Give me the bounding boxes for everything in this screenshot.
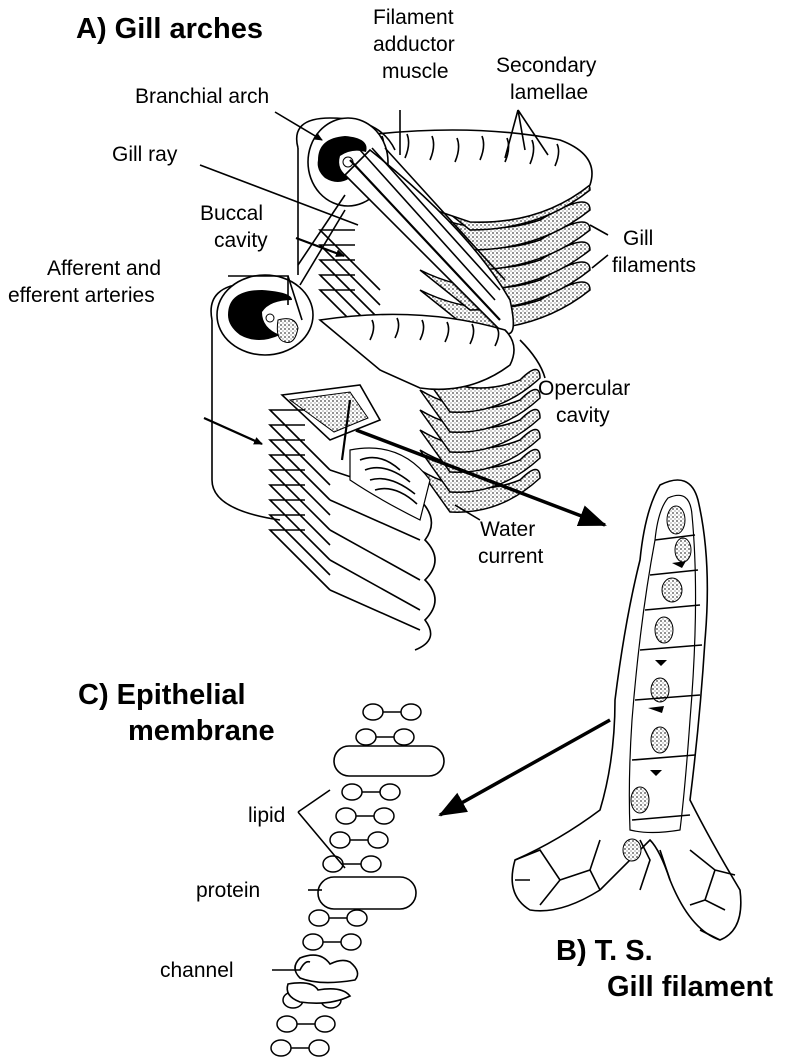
label-gill-filaments-2: filaments bbox=[612, 254, 696, 277]
epithelial-membrane bbox=[271, 704, 444, 1056]
title-gill-arches: A) Gill arches bbox=[76, 13, 263, 45]
title-filament-line2: Gill filament bbox=[607, 971, 773, 1003]
lipid-pair-9-head-inner bbox=[277, 1016, 297, 1032]
lipid-pair-7-head-outer bbox=[341, 934, 361, 950]
lipid-pair-10-head-outer bbox=[309, 1040, 329, 1056]
membrane-protein-2 bbox=[318, 877, 416, 909]
lipid-pair-1-head-outer bbox=[394, 729, 414, 745]
label-opercular-cavity-1: Opercular bbox=[538, 377, 630, 400]
membrane-channel bbox=[295, 955, 358, 982]
label-filament-adductor-1: Filament bbox=[373, 6, 454, 29]
lipid-pair-6-head-inner bbox=[309, 910, 329, 926]
lipid-pair-5-head-inner bbox=[323, 856, 343, 872]
label-gill-filaments-1: Gill bbox=[623, 227, 653, 250]
membrane-channel-lower bbox=[287, 983, 350, 1003]
lipid-pair-4-head-outer bbox=[368, 832, 388, 848]
label-buccal-cavity-2: cavity bbox=[214, 229, 268, 252]
title-epithelial-line2: membrane bbox=[128, 715, 275, 747]
lipid-pair-9-head-outer bbox=[315, 1016, 335, 1032]
lipid-pair-1-head-inner bbox=[356, 729, 376, 745]
lipid-pair-0-head-outer bbox=[401, 704, 421, 720]
lipid-pair-2-head-inner bbox=[342, 784, 362, 800]
lipid-pair-2-head-outer bbox=[380, 784, 400, 800]
label-channel: channel bbox=[160, 959, 234, 982]
label-afferent-efferent-2: efferent arteries bbox=[8, 284, 155, 307]
label-water-current-2: current bbox=[478, 545, 544, 568]
label-secondary-lamellae-2: lamellae bbox=[510, 81, 588, 104]
lipid-pair-0-head-inner bbox=[363, 704, 383, 720]
label-protein: protein bbox=[196, 879, 260, 902]
label-buccal-cavity-1: Buccal bbox=[200, 202, 263, 225]
gill-filament-section bbox=[512, 480, 741, 940]
lipid-pair-4-head-inner bbox=[330, 832, 350, 848]
lipid-pair-7-head-inner bbox=[303, 934, 323, 950]
label-lipid: lipid bbox=[248, 804, 285, 827]
lipid-pair-5-head-outer bbox=[361, 856, 381, 872]
label-afferent-efferent-1: Afferent and bbox=[47, 257, 161, 280]
label-filament-adductor-3: muscle bbox=[382, 60, 449, 83]
lipid-pair-6-head-outer bbox=[347, 910, 367, 926]
lipid-pair-3-head-inner bbox=[336, 808, 356, 824]
label-filament-adductor-2: adductor bbox=[373, 33, 455, 56]
label-water-current-1: Water bbox=[480, 518, 535, 541]
label-branchial-arch: Branchial arch bbox=[135, 85, 269, 108]
label-opercular-cavity-2: cavity bbox=[556, 404, 610, 427]
lipid-pair-3-head-outer bbox=[374, 808, 394, 824]
label-gill-ray: Gill ray bbox=[112, 143, 178, 166]
title-epithelial-line1: C) Epithelial bbox=[78, 679, 246, 711]
label-secondary-lamellae-1: Secondary bbox=[496, 54, 597, 77]
lipid-pair-10-head-inner bbox=[271, 1040, 291, 1056]
membrane-protein-1 bbox=[334, 746, 444, 776]
title-filament-line1: B) T. S. bbox=[556, 935, 653, 967]
